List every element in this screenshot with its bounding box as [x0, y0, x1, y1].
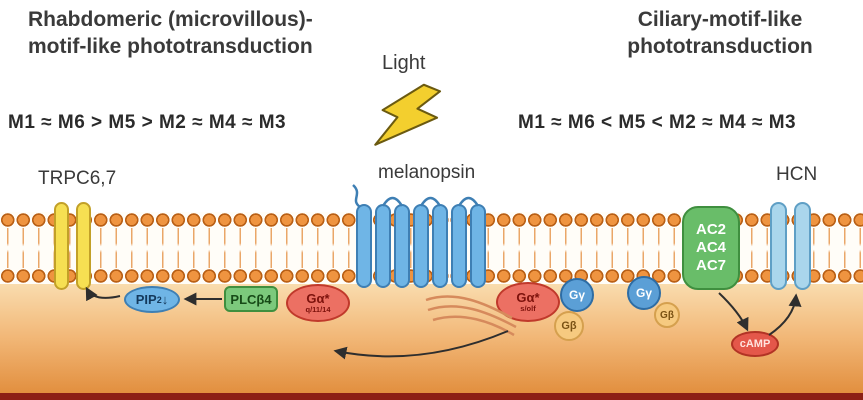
ac-label-line1: AC2	[695, 221, 726, 238]
melanopsin-helix	[356, 204, 372, 288]
melanopsin-helix	[375, 204, 391, 288]
pip2-subscript: 2	[156, 294, 162, 305]
lightning-bolt-icon	[374, 83, 442, 146]
light-label: Light	[382, 52, 426, 74]
g-beta-subunit: Gβ	[654, 302, 680, 328]
g-alpha-label: Gα*	[306, 291, 330, 307]
camp-molecule: cAMP	[731, 331, 779, 357]
ac-label-line3: AC7	[695, 257, 726, 274]
g-beta-subunit: Gβ	[554, 311, 584, 341]
trpc-channel-label: TRPC6,7	[38, 168, 117, 189]
hcn-channel	[770, 202, 811, 290]
trpc-channel	[54, 202, 91, 290]
lipid-heads-outer	[0, 212, 863, 228]
right-title-line1: Ciliary-motif-like	[637, 8, 803, 31]
g-alpha-q-subscript: q/11/14	[305, 304, 331, 314]
melanopsin-helix	[413, 204, 429, 288]
pip2-label: PIP	[135, 292, 157, 307]
right-title-line2: phototransduction	[627, 35, 813, 59]
trpc-subunit	[76, 202, 91, 290]
melanopsin-helix	[432, 204, 448, 288]
g-alpha-s-subscript: s/olf	[520, 303, 536, 313]
right-receptor-ranking: M1 ≈ M6 < M5 < M2 ≈ M4 ≈ M3	[518, 112, 797, 133]
g-alpha-label: Gα*	[516, 290, 540, 306]
pip2-decrease-arrow: ↓	[161, 292, 169, 307]
g-gamma-subunit: Gγ	[627, 276, 661, 310]
g-gamma-subunit: Gγ	[560, 278, 594, 312]
hcn-channel-label: HCN	[776, 164, 818, 185]
hcn-subunit	[770, 202, 787, 290]
right-pathway-title: Ciliary-motif-like phototransduction	[596, 6, 844, 61]
melanopsin-protein	[356, 204, 486, 288]
left-title-line1: Rhabdomeric (microvillous)-	[28, 8, 313, 31]
adenylyl-cyclase: AC2 AC4 AC7	[682, 206, 740, 290]
left-title-line2: motif-like phototransduction	[28, 35, 313, 59]
ac-label-line2: AC4	[695, 239, 726, 256]
plcb4-enzyme: PLCβ4	[224, 286, 278, 312]
bottom-border	[0, 393, 863, 400]
left-receptor-ranking: M1 ≈ M6 > M5 > M2 ≈ M4 ≈ M3	[8, 112, 287, 133]
hcn-subunit	[794, 202, 811, 290]
melanopsin-helix	[394, 204, 410, 288]
g-alpha-s-protein: Gα* s/olf	[496, 282, 560, 322]
melanopsin-helix	[451, 204, 467, 288]
lightning-bolt-shape	[374, 83, 442, 146]
left-pathway-title: Rhabdomeric (microvillous)- motif-like p…	[28, 6, 313, 61]
trpc-subunit	[54, 202, 69, 290]
melanopsin-label: melanopsin	[378, 162, 476, 183]
melanopsin-helix	[470, 204, 486, 288]
g-alpha-q-protein: Gα* q/11/14	[286, 284, 350, 322]
